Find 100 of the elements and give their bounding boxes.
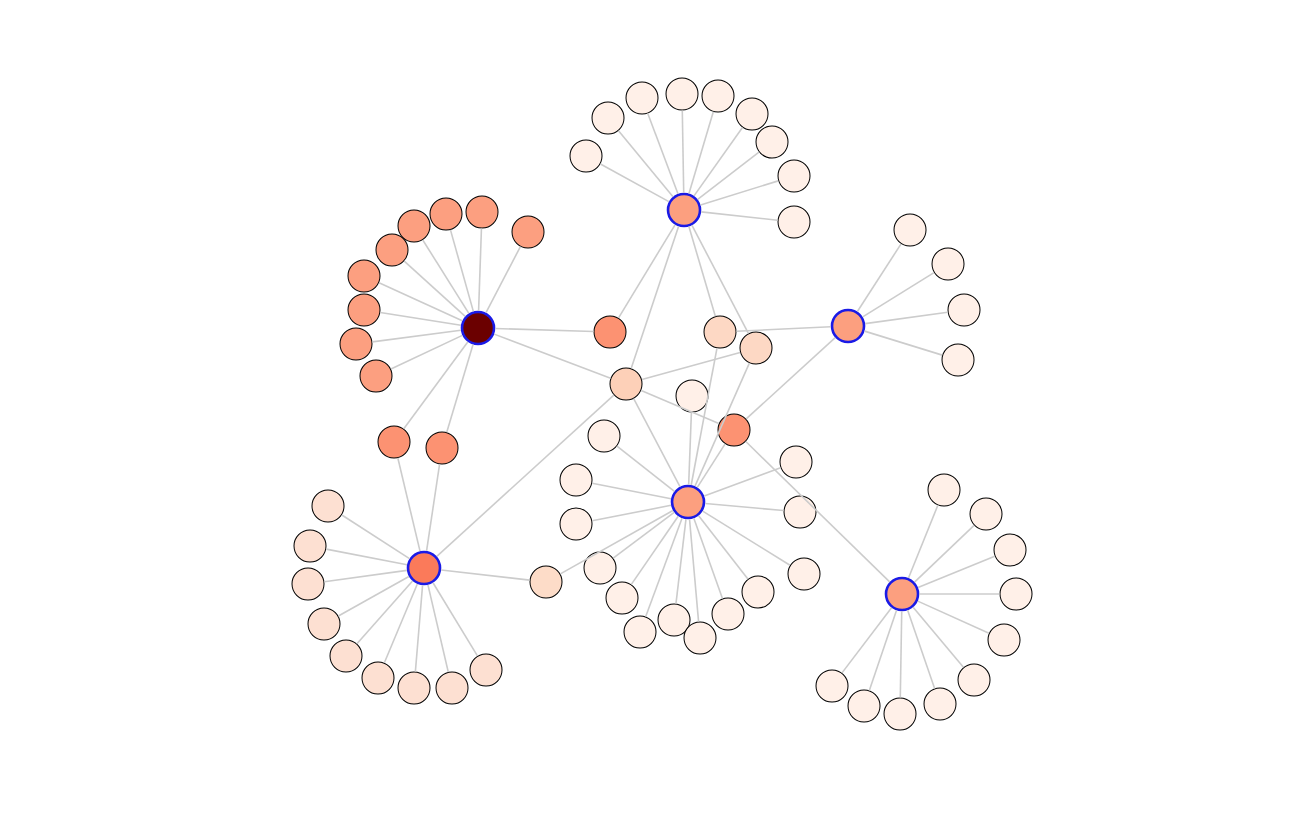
edge-line [701,510,791,567]
network-node [339,327,373,361]
edge-line [383,583,419,664]
edge-line [379,311,462,327]
edge-line [617,224,676,319]
edge-line [371,329,462,343]
edge-line [591,482,672,500]
edge-line [403,260,466,318]
edge-line [863,330,944,356]
network-node [311,489,345,523]
edge-line [630,515,679,586]
network-node [675,379,709,413]
network-node [583,551,617,585]
edge-line [427,584,450,673]
edge-line [403,341,469,430]
network-node [787,557,821,591]
edge-line [436,394,615,558]
edge-line [691,224,750,335]
hub-node [830,308,866,344]
network-node [291,567,325,601]
edge-line [745,336,837,420]
edge-line [477,227,483,312]
edge-line [644,517,683,618]
edge-line [421,239,470,315]
network-node [511,215,545,249]
network-node [623,615,657,649]
network-node [779,445,813,479]
network-node [957,663,991,697]
network-node [931,247,965,281]
edge-line [559,509,674,575]
edge-line [688,225,717,317]
edge-line [630,225,680,370]
network-node [605,581,639,615]
network-node [609,367,643,401]
network-node [783,495,817,529]
network-node [815,669,849,703]
edge-line [700,211,779,221]
network-node [469,653,503,687]
network-node [777,205,811,239]
network-node [361,661,395,695]
network-node [397,209,431,243]
edge-line [640,389,720,425]
network-node [993,533,1027,567]
network-node [883,697,917,731]
edge-line [445,343,474,433]
edge-line [864,311,949,325]
edge-line [688,111,715,195]
edge-line [918,593,1001,595]
edge-line [617,129,674,198]
network-node [375,233,409,267]
edge-line [632,397,681,488]
network-node [777,159,811,193]
edge-line [485,245,522,314]
network-node [999,577,1033,611]
hub-node [460,310,496,346]
network-node [717,413,751,447]
network-node [893,213,927,247]
network-node [665,77,699,111]
edge-line [612,511,675,559]
edge-line [681,109,685,194]
edge-line [591,504,672,522]
edge-line [696,443,726,489]
edge-line [432,582,479,657]
network-node [377,425,411,459]
network-node [683,621,717,655]
network-node [425,431,459,465]
edge-line [745,440,891,583]
edge-line [861,271,935,318]
network-node [703,315,737,349]
edge-line [493,333,612,379]
edge-line [414,584,424,673]
network-node [347,293,381,327]
hub-node [406,550,442,586]
network-node [307,607,341,641]
network-node [359,359,393,393]
hub-node [666,192,702,228]
network-node [711,597,745,631]
edge-line [449,229,475,313]
network-node [969,497,1003,531]
edge-line [693,517,724,600]
network-node [529,565,563,599]
network-node [947,293,981,327]
network-node [657,603,691,637]
edge-line [735,326,832,333]
edge-line [696,151,760,201]
network-node [569,139,603,173]
network-node [591,101,625,135]
edge-line [341,514,411,560]
edge-line [917,600,990,635]
edge-line [697,514,749,580]
network-node [559,507,593,541]
network-node [701,79,735,113]
edge-line [688,518,700,623]
edge-line [390,334,464,370]
network-node [587,419,621,453]
edge-line [704,502,785,512]
network-node [329,639,363,673]
edge-line [694,362,751,487]
edge-line [323,569,408,583]
edge-line [425,463,441,552]
